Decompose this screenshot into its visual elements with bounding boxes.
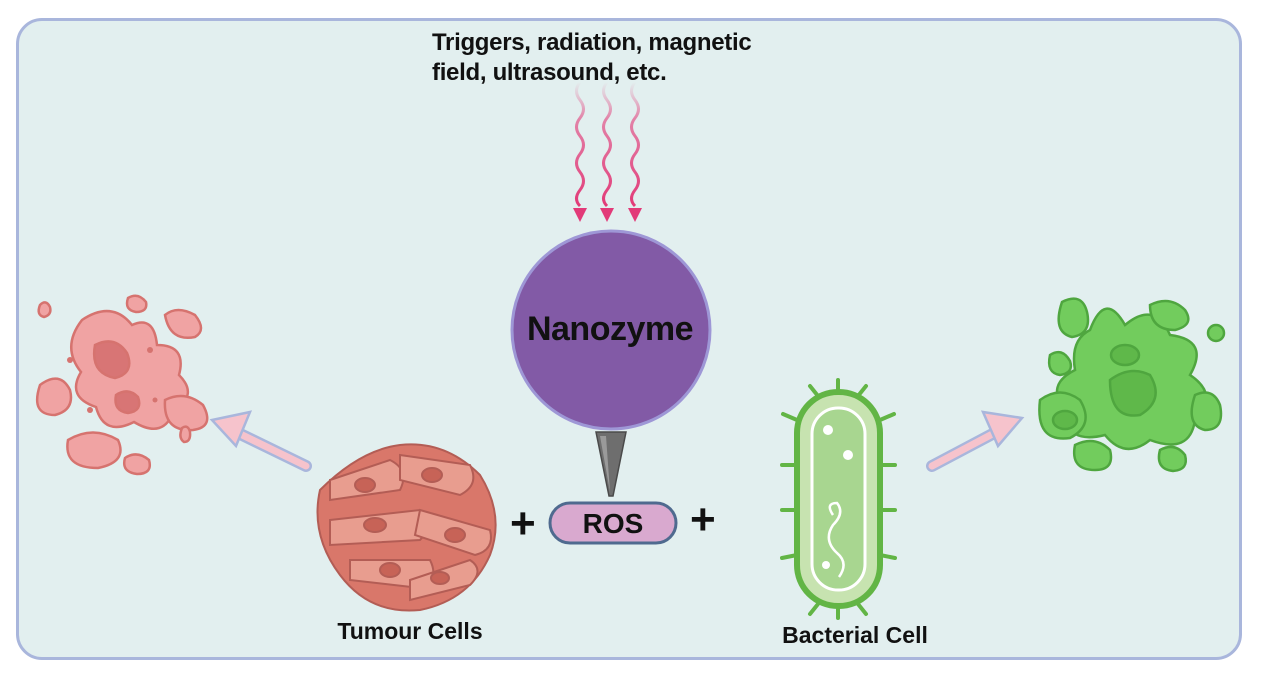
wave-arrow-icon: [573, 81, 587, 222]
tumour-cells-icon: [316, 443, 497, 612]
transition-arrow-icon: [209, 410, 312, 472]
ros-pill: [548, 501, 678, 545]
transition-arrow-icon: [926, 410, 1025, 472]
ros-label: ROS: [582, 508, 644, 539]
bacterial-cell-icon: [780, 378, 897, 620]
bacterial-debris-icon: [1038, 297, 1226, 473]
plus-sign-right: +: [690, 495, 716, 544]
tumour-debris-icon: [35, 294, 209, 476]
tumour-cells-label: Tumour Cells: [337, 618, 483, 644]
trigger-label: Triggers, radiation, magnetic field, ult…: [432, 29, 752, 86]
nanozyme-sphere: [510, 229, 712, 431]
wave-arrow-icon: [600, 81, 614, 222]
trigger-wave-arrows: [573, 81, 642, 222]
probe-tip-icon: [595, 431, 627, 497]
nanozyme-label: Nanozyme: [526, 310, 694, 348]
plus-sign-left: +: [510, 499, 536, 548]
wave-arrow-icon: [628, 81, 642, 222]
bacterial-cell-label: Bacterial Cell: [782, 622, 928, 648]
